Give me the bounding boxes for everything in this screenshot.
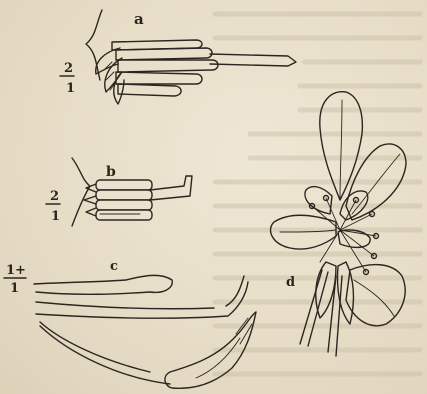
fraction-b-num: 2 — [50, 189, 59, 204]
fraction-c-den: 1 — [10, 281, 19, 296]
fraction-a: 2 1 — [60, 61, 75, 96]
label-b: b — [106, 164, 116, 180]
figure-b-stamens — [72, 158, 192, 226]
fraction-b-den: 1 — [51, 209, 60, 224]
show-through-text — [215, 14, 420, 374]
label-a: a — [134, 10, 144, 28]
figure-a-flower — [86, 10, 296, 104]
figure-c-pistil — [34, 275, 256, 388]
fraction-c-num: 1+ — [6, 263, 26, 278]
fraction-a-num: 2 — [64, 61, 73, 76]
fraction-b: 2 1 — [46, 189, 60, 224]
label-d: d — [286, 275, 295, 290]
label-c: c — [110, 259, 118, 274]
fraction-a-den: 1 — [66, 81, 75, 96]
fraction-c: 1+ 1 — [4, 263, 26, 296]
figure-d-flower — [271, 92, 406, 356]
